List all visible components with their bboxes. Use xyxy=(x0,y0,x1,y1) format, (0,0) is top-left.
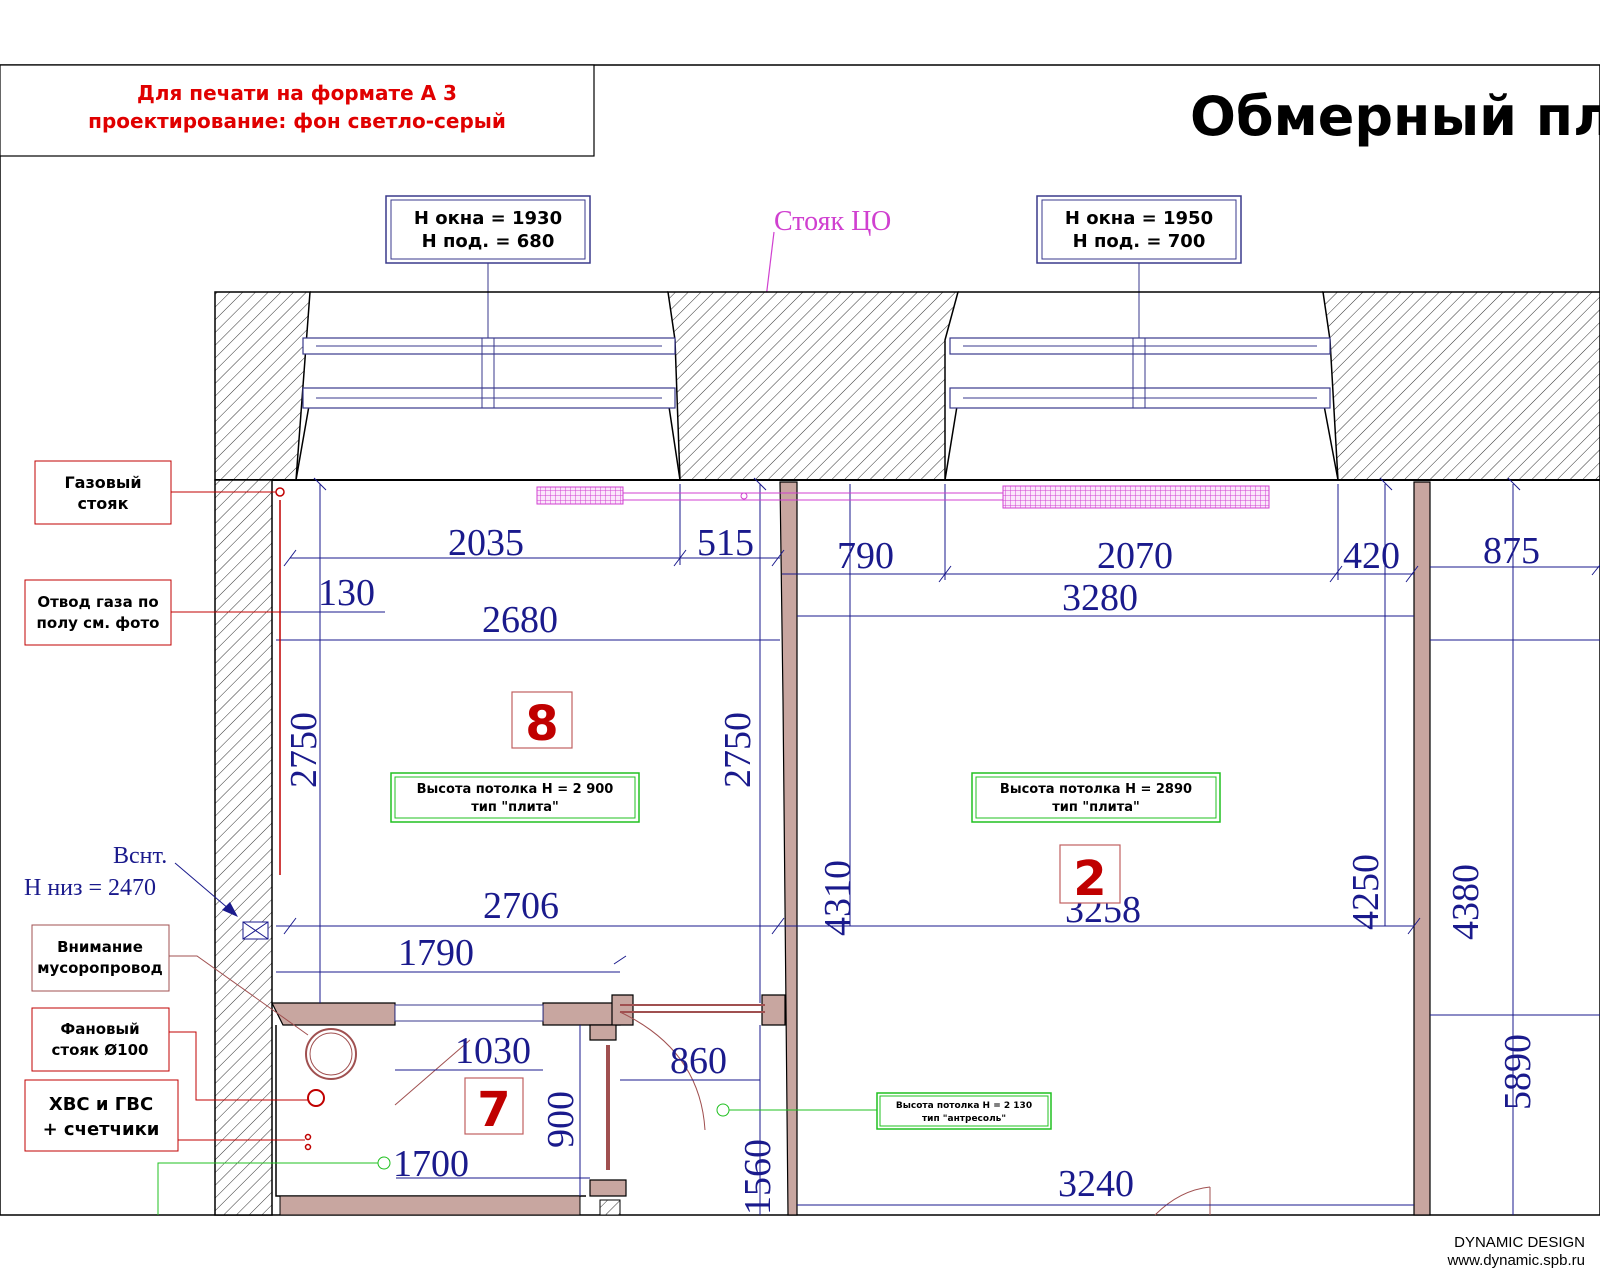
svg-text:Отвод газа по: Отвод газа по xyxy=(37,593,158,611)
dim-2750-right: 2750 xyxy=(717,712,759,788)
wall-7-top-right xyxy=(542,1002,621,1026)
svg-text:+ счетчики: + счетчики xyxy=(43,1119,160,1140)
window-1-sill: Н под. = 680 xyxy=(422,231,555,252)
print-note-line1: Для печати на формате А 3 xyxy=(137,81,457,105)
ceiling-mezzanine-height: Высота потолка Н = 2 130 xyxy=(896,1101,1032,1111)
svg-text:ХВС и ГВС: ХВС и ГВС xyxy=(49,1094,153,1115)
dim-420: 420 xyxy=(1343,535,1400,577)
window-info-1: Н окна = 1930 Н под. = 680 xyxy=(385,195,591,348)
svg-text:Газовый: Газовый xyxy=(64,473,141,492)
wall-7-top-left xyxy=(271,1002,396,1026)
dim-875: 875 xyxy=(1483,530,1540,572)
room-8-label: 8 xyxy=(525,696,558,752)
ceiling-height-2: Высота потолка Н = 2890 тип "плита" xyxy=(971,772,1221,823)
room-number-7: 7 xyxy=(464,1077,524,1138)
ceiling-height-mezzanine: Высота потолка Н = 2 130 тип "антресоль" xyxy=(716,1092,1052,1130)
dim-1560: 1560 xyxy=(737,1139,779,1215)
dim-2750-left: 2750 xyxy=(283,712,325,788)
print-note: Для печати на формате А 3 проектирование… xyxy=(0,64,595,157)
ceiling-2-type: тип "плита" xyxy=(1052,800,1140,815)
footer-brand: DYNAMIC DESIGN xyxy=(1454,1234,1585,1251)
callout-garbage-chute: Внимание мусоропровод xyxy=(31,924,309,1036)
window-1-height: Н окна = 1930 xyxy=(414,208,562,229)
callout-vent: Вснт. Н низ = 2470 xyxy=(24,843,238,917)
ceiling-8-height: Высота потолка Н = 2 900 xyxy=(417,782,614,797)
partition-2-right xyxy=(1413,481,1431,1216)
svg-text:полу см. фото: полу см. фото xyxy=(37,614,160,632)
dim-1030: 1030 xyxy=(455,1030,531,1072)
callout-fan-riser: Фановый стояк Ø100 xyxy=(31,1007,308,1101)
exterior-wall-top xyxy=(214,291,1600,481)
ceiling-mezzanine-type: тип "антресоль" xyxy=(922,1114,1006,1124)
riser-label: Стояк ЦО xyxy=(774,206,891,237)
room-number-8: 8 xyxy=(511,691,573,752)
room-2-label: 2 xyxy=(1073,851,1106,907)
callout-gas-riser: Газовый стояк xyxy=(34,460,276,525)
sheet-frame xyxy=(0,64,1600,1216)
callout-water: ХВС и ГВС + счетчики xyxy=(24,1079,305,1152)
gas-riser xyxy=(275,487,285,497)
svg-text:Н низ = 2470: Н низ = 2470 xyxy=(24,875,156,901)
dim-900: 900 xyxy=(540,1091,582,1148)
dim-4380: 4380 xyxy=(1445,864,1487,940)
dim-4310: 4310 xyxy=(817,860,859,936)
dim-2706: 2706 xyxy=(483,885,559,927)
garbage-chute xyxy=(305,1028,357,1080)
dim-515: 515 xyxy=(697,522,754,564)
window-2-sill: Н под. = 700 xyxy=(1073,231,1206,252)
window-2 xyxy=(949,337,1331,409)
print-note-line2: проектирование: фон светло-серый xyxy=(88,109,506,133)
callout-gas-branch: Отвод газа по полу см. фото xyxy=(24,579,280,646)
dim-860: 860 xyxy=(670,1040,727,1082)
room-7-label: 7 xyxy=(477,1082,510,1138)
ceiling-8-type: тип "плита" xyxy=(471,800,559,815)
heating-radiators xyxy=(536,485,1270,509)
window-info-2: Н окна = 1950 Н под. = 700 xyxy=(1036,195,1242,348)
dim-1790: 1790 xyxy=(398,932,474,974)
ceiling-2-height: Высота потолка Н = 2890 xyxy=(1000,782,1192,797)
svg-text:Вснт.: Вснт. xyxy=(113,843,167,869)
sewer-riser xyxy=(307,1089,325,1107)
svg-text:стояк Ø100: стояк Ø100 xyxy=(52,1041,149,1059)
svg-text:Фановый: Фановый xyxy=(60,1020,139,1038)
dim-2070: 2070 xyxy=(1097,535,1173,577)
dimension-lines xyxy=(276,477,1600,1215)
room-number-2: 2 xyxy=(1059,844,1121,907)
window-1 xyxy=(302,337,676,409)
dim-4250: 4250 xyxy=(1345,854,1387,930)
dim-2035: 2035 xyxy=(448,522,524,564)
dim-2680: 2680 xyxy=(482,599,558,641)
dim-3280: 3280 xyxy=(1062,577,1138,619)
svg-text:Внимание: Внимание xyxy=(57,938,143,956)
dim-130: 130 xyxy=(318,572,375,614)
exterior-wall-left xyxy=(214,479,273,1216)
window-2-height: Н окна = 1950 xyxy=(1065,208,1213,229)
ceiling-height-8: Высота потолка Н = 2 900 тип "плита" xyxy=(390,772,640,823)
svg-text:мусоропровод: мусоропровод xyxy=(37,959,163,977)
svg-text:стояк: стояк xyxy=(78,494,129,513)
wall-7-bottom xyxy=(279,1195,581,1216)
dim-790: 790 xyxy=(837,535,894,577)
doorway-7 xyxy=(394,1004,544,1022)
page-title: Обмерный пл xyxy=(1190,85,1600,148)
dim-3240: 3240 xyxy=(1058,1163,1134,1205)
dimension-labels: 2035 515 790 2070 420 875 130 2680 3280 … xyxy=(283,522,1540,1215)
dim-5890: 5890 xyxy=(1497,1034,1539,1110)
footer-credits: DYNAMIC DESIGN www.dynamic.spb.ru xyxy=(1446,1234,1585,1269)
partition-8-2 xyxy=(779,481,798,1216)
footer-url: www.dynamic.spb.ru xyxy=(1446,1252,1585,1269)
dim-1700: 1700 xyxy=(393,1143,469,1185)
